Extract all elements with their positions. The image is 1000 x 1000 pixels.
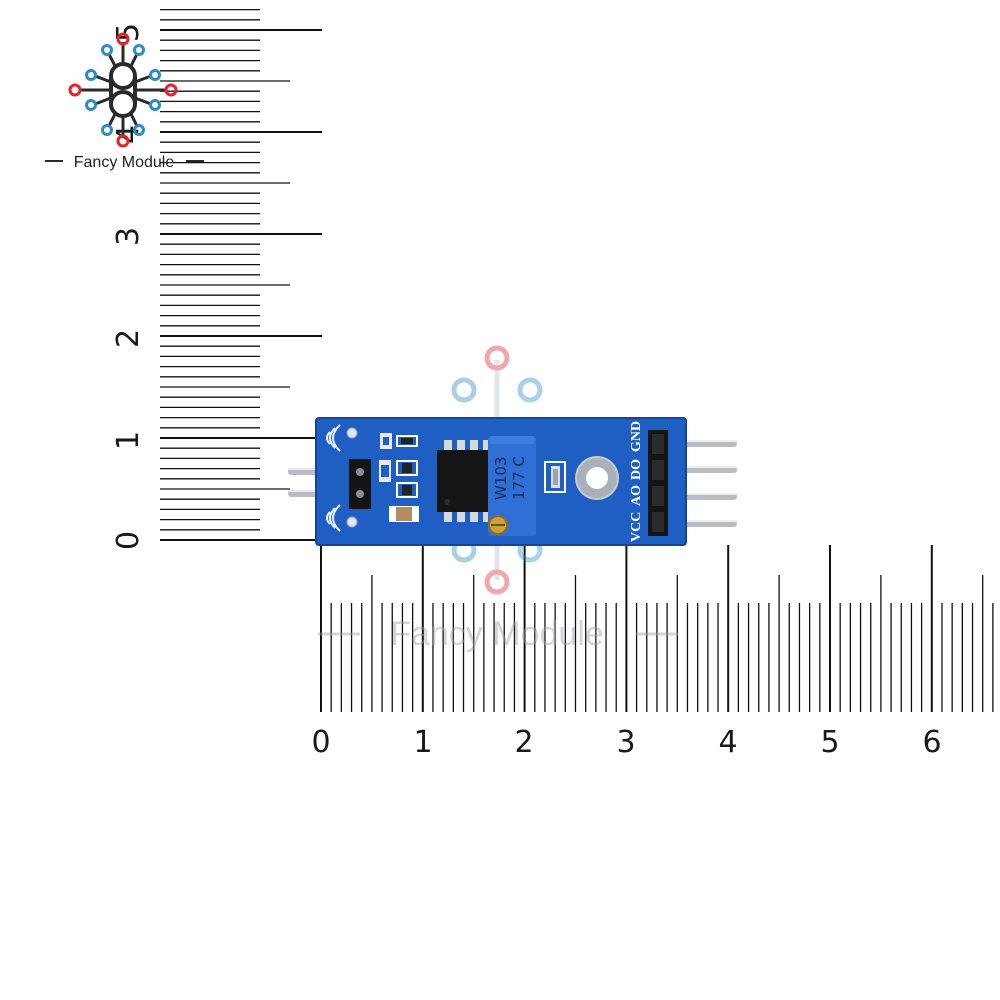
vertical-ruler-label-1: 1	[111, 431, 146, 450]
potentiometer-marking-2: 177 C	[510, 456, 528, 500]
horizontal-ruler-label-2: 2	[514, 725, 533, 760]
sensor-module: W103 177 C GND DO AO	[288, 417, 737, 546]
pin-label-ao: AO	[629, 485, 644, 506]
horizontal-ruler-label-1: 1	[413, 725, 432, 760]
horizontal-ruler-label-4: 4	[718, 725, 737, 760]
brand-name: Fancy Module	[74, 154, 175, 171]
horizontal-ruler-label-6: 6	[922, 725, 941, 760]
vertical-ruler-label-0: 0	[111, 531, 146, 550]
horizontal-ruler-label-3: 3	[616, 725, 635, 760]
pin-label-vcc: VCC	[629, 512, 644, 542]
led-icon	[544, 461, 566, 493]
pin-labels: GND DO AO VCC	[629, 421, 644, 542]
vertical-ruler-labels: 0 1 2 3 4 5	[111, 23, 146, 550]
watermark-text: Fancy Module	[390, 615, 604, 653]
silkscreen-arcs-icon	[326, 424, 341, 532]
brand-logo: Fancy Module	[45, 32, 204, 171]
pin-header-block	[648, 430, 668, 536]
pin-label-do: DO	[629, 459, 644, 480]
pin-label-gnd: GND	[629, 421, 644, 452]
potentiometer-marking-1: W103	[492, 457, 510, 500]
vertical-ruler	[160, 8, 322, 541]
horizontal-ruler-label-0: 0	[311, 725, 330, 760]
potentiometer-icon: W103 177 C	[488, 436, 536, 536]
vertical-ruler-label-3: 3	[111, 227, 146, 246]
horizontal-ruler-labels: 0 1 2 3 4 5 6	[311, 725, 941, 760]
mounting-hole-icon	[575, 456, 619, 500]
smd-components-icon	[379, 433, 419, 522]
horizontal-ruler	[320, 545, 994, 712]
vertical-ruler-label-2: 2	[111, 329, 146, 348]
left-pads-icon	[346, 427, 371, 528]
circuit-logo-icon	[68, 32, 178, 148]
horizontal-ruler-label-5: 5	[820, 725, 839, 760]
